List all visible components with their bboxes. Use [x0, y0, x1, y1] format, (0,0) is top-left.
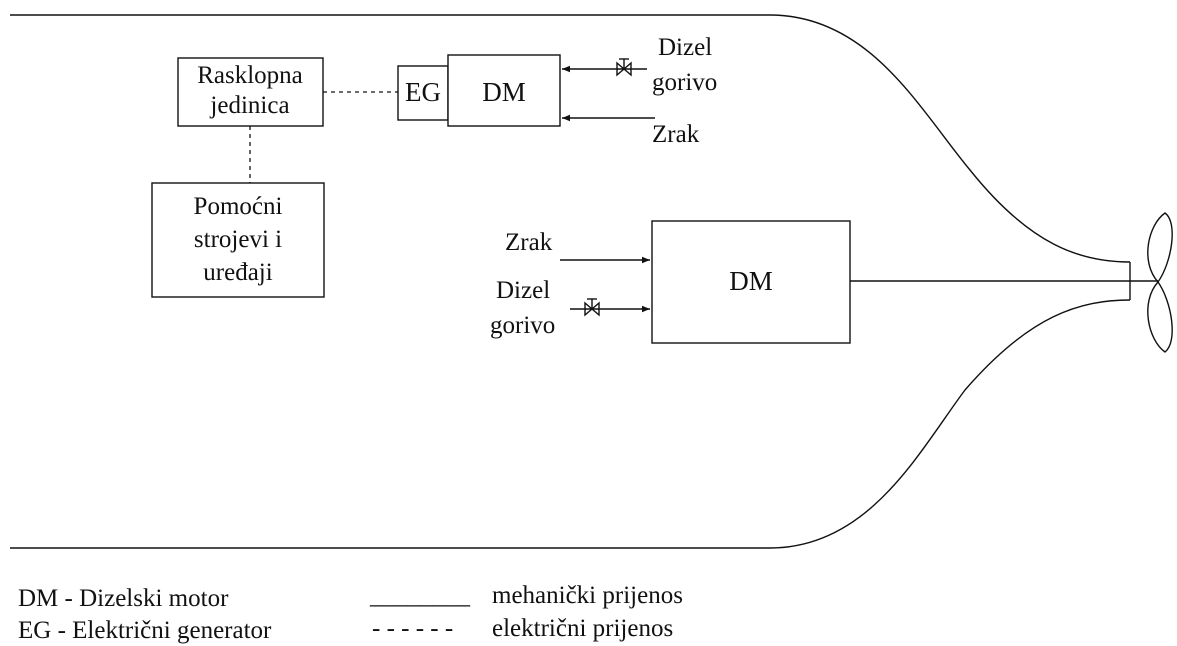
aux-fuel-valve-icon	[616, 58, 632, 77]
aux-fuel-label-2: gorivo	[652, 69, 717, 96]
main-fuel-label-1: Dizel	[496, 277, 550, 304]
switchboard-label-2: jedinica	[209, 92, 289, 119]
legend-mechanical-sample: ________	[369, 582, 471, 609]
legend-dm: DM - Dizelski motor	[18, 585, 229, 612]
propeller-icon	[1147, 212, 1173, 353]
legend-eg: EG - Električni generator	[18, 617, 272, 644]
aux-engine-label: DM	[482, 77, 526, 107]
aux-machinery-label-1: Pomoćni	[194, 193, 283, 220]
switchboard-box	[177, 57, 324, 127]
legend-mechanical: mehanički prijenos	[492, 582, 683, 609]
legend-electrical: električni prijenos	[492, 615, 673, 642]
aux-fuel-label-1: Dizel	[658, 34, 712, 61]
aux-machinery-label-3: uređaji	[203, 259, 272, 286]
main-air-label: Zrak	[505, 229, 553, 256]
main-fuel-valve-icon	[584, 298, 600, 317]
aux-machinery-box	[151, 182, 325, 298]
hull-outline-bottom	[10, 299, 1131, 549]
switchboard-label-1: Rasklopna	[197, 62, 303, 89]
main-fuel-label-2: gorivo	[490, 312, 555, 339]
legend-electrical-sample: - - - - - -	[372, 615, 453, 642]
generator-label: EG	[405, 77, 441, 107]
aux-air-label: Zrak	[652, 121, 700, 148]
main-engine-box	[651, 220, 851, 344]
aux-machinery-label-2: strojevi i	[194, 226, 282, 253]
generator-box	[397, 65, 449, 121]
main-engine-label: DM	[729, 266, 773, 296]
aux-engine-box	[447, 54, 561, 127]
hull-outline-top	[10, 14, 1131, 263]
